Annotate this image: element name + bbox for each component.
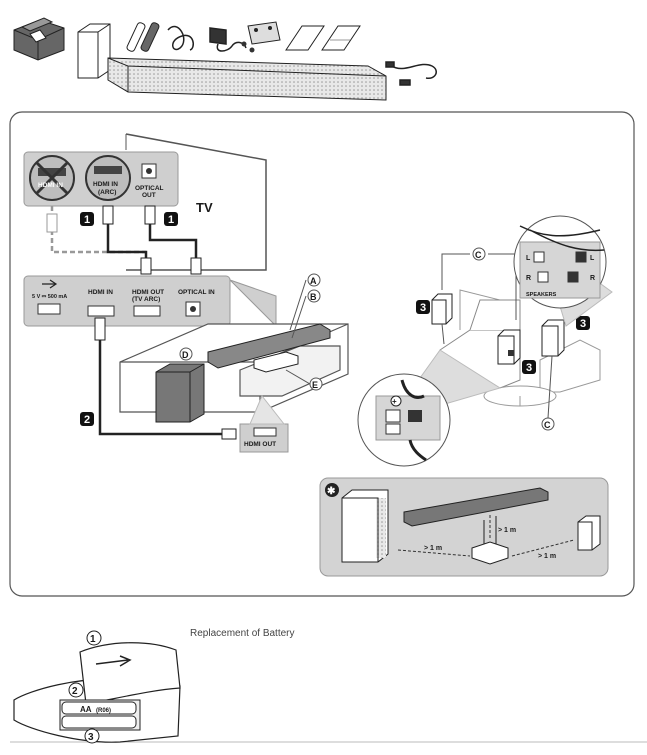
- soundbar-hdmi-out-port: [133, 305, 161, 317]
- callout-b: B: [291, 289, 321, 339]
- svg-text:2: 2: [84, 414, 90, 426]
- usb-port: [37, 303, 61, 315]
- screws-bracket-item: [241, 21, 281, 53]
- tv-label: TV: [196, 200, 213, 215]
- svg-text:R: R: [526, 275, 531, 282]
- tv-hdmi-in-port: [29, 155, 75, 201]
- device-zoom-wedge: [249, 395, 286, 425]
- callout-d: D: [179, 347, 193, 361]
- distance-rear-label: > 1 m: [538, 553, 556, 560]
- remote-battery-illustration: [13, 642, 181, 743]
- tv-hdmi-arc-port: [85, 155, 131, 201]
- package-contents: [13, 17, 437, 101]
- usb-icon: [42, 279, 58, 289]
- distance-arrows: [397, 514, 575, 557]
- soundbar-hdmi-out-sub: (TV ARC): [132, 296, 160, 303]
- tv-optical-out-sub: OUT: [142, 192, 156, 199]
- remote-item: [126, 22, 160, 52]
- soundbar-on-stand: [207, 323, 331, 369]
- step-1-badge-a: 1: [80, 212, 94, 226]
- soundbar-item: [107, 57, 387, 101]
- callout-a: A: [289, 273, 321, 331]
- tv-hdmi-arc-label: HDMI IN: [93, 181, 118, 188]
- step-3-badge-right: 3: [576, 316, 590, 330]
- soundbar-optical-in-port: [185, 301, 201, 317]
- device-hdmi-out-port: [253, 427, 277, 437]
- distance-sub-label: > 1 m: [424, 545, 442, 552]
- svg-text:C: C: [475, 250, 482, 260]
- svg-text:+: +: [392, 397, 397, 406]
- optical-cable-item: [385, 61, 437, 86]
- svg-text:1: 1: [84, 214, 90, 226]
- step-1-badge-b: 1: [164, 212, 178, 226]
- battery-caption: Replacement of Battery: [190, 628, 295, 639]
- callout-e: E: [285, 369, 323, 391]
- svg-text:2: 2: [72, 686, 78, 697]
- zoom-wedge: [229, 279, 277, 328]
- tv-hdmi-arc-sub: (ARC): [98, 189, 116, 196]
- soundbar-port-panel: [23, 275, 231, 327]
- battery-step-3: 3: [84, 728, 100, 744]
- tv-cables: [46, 205, 202, 275]
- svg-text:D: D: [182, 350, 189, 360]
- svg-text:3: 3: [88, 732, 94, 743]
- speakers-terminal-zoom: L L R R SPEAKERS: [513, 215, 613, 327]
- step-3-badge-left: 3: [416, 300, 430, 314]
- battery-step-2: 2: [68, 682, 84, 698]
- subwoofer-d: [155, 363, 205, 423]
- svg-text:C: C: [544, 420, 551, 430]
- battery-type-sub: (R06): [96, 708, 111, 714]
- device-hdmi-out-label: HDMI OUT: [244, 441, 276, 448]
- svg-text:R: R: [590, 275, 595, 282]
- tv-optical-out-label: OPTICAL: [135, 185, 164, 192]
- svg-text:E: E: [312, 380, 318, 390]
- svg-text:3: 3: [420, 302, 426, 314]
- rear-speaker-left: [431, 293, 453, 345]
- soundbar-hdmi-out-label: HDMI OUT: [132, 289, 164, 296]
- hdmi-cable-device: [94, 317, 237, 440]
- inset-soundbar: [403, 487, 549, 527]
- svg-text:3: 3: [580, 318, 586, 330]
- subwoofer-item: [77, 23, 111, 79]
- soundbar-optical-in-label: OPTICAL IN: [178, 289, 215, 296]
- svg-text:1: 1: [90, 634, 96, 645]
- soundbar-hdmi-in-port: [87, 305, 115, 317]
- inset-subwoofer: [341, 489, 389, 563]
- package-box-icon: [13, 17, 65, 61]
- svg-text:B: B: [310, 292, 317, 302]
- step-3-badge-mid: 3: [522, 360, 536, 374]
- external-device: [253, 351, 299, 373]
- speakers-title: SPEAKERS: [526, 292, 557, 298]
- svg-text:3: 3: [526, 362, 532, 374]
- svg-text:1: 1: [168, 214, 174, 226]
- soundbar-hdmi-in-label: HDMI IN: [88, 289, 113, 296]
- note-icon: ✱: [325, 483, 339, 497]
- usb-power-label: 5 V ⎓ 500 mA: [32, 294, 67, 300]
- terminal-detail-zoom: +: [357, 349, 502, 467]
- inset-rear-speaker: [577, 515, 601, 551]
- battery-type-label: AA: [80, 705, 92, 714]
- speakers-left-label: L: [526, 255, 531, 262]
- tv-optical-out-port: [141, 163, 157, 179]
- power-cord-item: [167, 25, 247, 52]
- tv-hdmi-in-label: HDMI IN: [38, 182, 63, 189]
- distance-bar-label: > 1 m: [498, 527, 516, 534]
- svg-text:✱: ✱: [327, 486, 336, 497]
- speakers-l-right-label: L: [590, 255, 595, 262]
- manual-item: [285, 25, 361, 51]
- wireless-receiver: [497, 329, 521, 365]
- callout-c-bottom: C: [541, 417, 555, 431]
- callout-c-top: C: [441, 247, 517, 320]
- rear-speaker-right: [541, 319, 565, 419]
- inset-receiver: [471, 516, 509, 565]
- svg-text:A: A: [310, 276, 317, 286]
- step-2-badge: 2: [80, 412, 94, 426]
- battery-step-1: 1: [86, 630, 102, 646]
